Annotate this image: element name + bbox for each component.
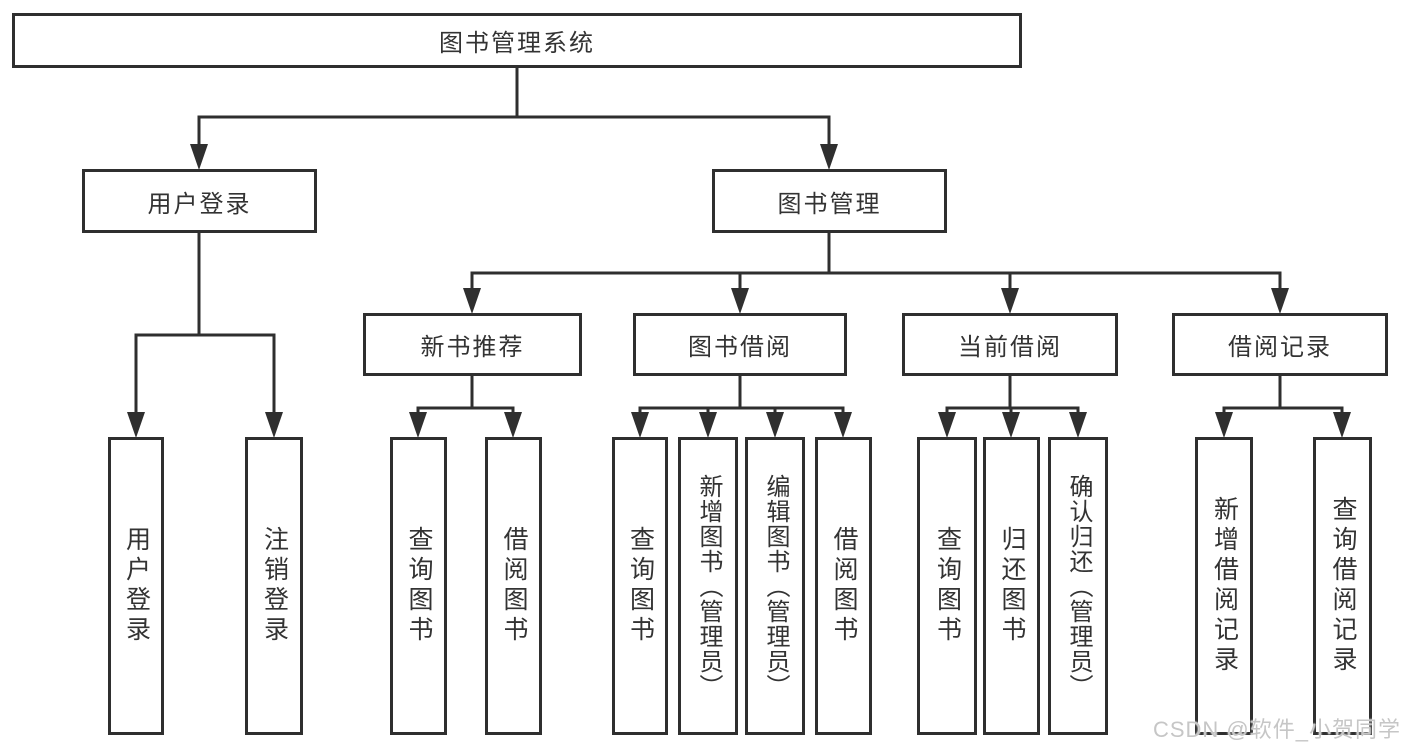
node-book-management: 图书管理 [712, 169, 947, 233]
node-new-book-recommend-label: 新书推荐 [420, 334, 525, 361]
leaf-records-add-record-label: 新增借阅记录 [1210, 496, 1239, 676]
connector-level1-bus [197, 115, 831, 150]
connector-newbook-bus [416, 406, 515, 417]
node-user-login-label: 用户登录 [147, 190, 252, 218]
leaf-borrow-add-books-admin: 新增图书（管理员） [678, 437, 738, 735]
leaf-newbook-borrow-books: 借阅图书 [485, 437, 542, 735]
leaf-user-login: 用户登录 [108, 437, 164, 735]
arrowheads [127, 144, 1351, 438]
leaf-current-query-books: 查询图书 [917, 437, 977, 735]
leaf-borrow-edit-books-admin-label: 编辑图书（管理员） [762, 473, 789, 699]
leaf-newbook-query-books: 查询图书 [390, 437, 447, 735]
leaf-records-query-record-label: 查询借阅记录 [1329, 496, 1357, 676]
leaf-current-return-books-label: 归还图书 [998, 526, 1026, 646]
node-borrow-records-label: 借阅记录 [1228, 334, 1332, 361]
leaf-records-query-record: 查询借阅记录 [1313, 437, 1372, 735]
leaf-user-login-label: 用户登录 [122, 526, 151, 646]
node-borrow-records: 借阅记录 [1172, 313, 1388, 376]
node-library-system: 图书管理系统 [12, 13, 1022, 68]
node-book-borrow-label: 图书借阅 [688, 334, 792, 361]
leaf-borrow-borrow-books: 借阅图书 [815, 437, 872, 735]
leaf-borrow-add-books-admin-label: 新增图书（管理员） [695, 473, 722, 699]
node-user-login: 用户登录 [82, 169, 317, 233]
node-current-borrow-label: 当前借阅 [958, 334, 1062, 361]
node-current-borrow: 当前借阅 [902, 313, 1118, 376]
leaf-borrow-borrow-books-label: 借阅图书 [830, 526, 858, 646]
leaf-newbook-borrow-books-label: 借阅图书 [500, 526, 528, 646]
leaf-logout-label: 注销登录 [260, 526, 289, 646]
node-book-borrow: 图书借阅 [633, 313, 847, 376]
leaf-current-query-books-label: 查询图书 [933, 526, 962, 646]
leaf-borrow-edit-books-admin: 编辑图书（管理员） [745, 437, 805, 735]
node-book-management-label: 图书管理 [777, 190, 882, 218]
leaf-current-confirm-return-admin: 确认归还（管理员） [1048, 437, 1108, 735]
leaf-newbook-query-books-label: 查询图书 [405, 526, 433, 646]
leaf-current-confirm-return-admin-label: 确认归还（管理员） [1065, 473, 1092, 699]
csdn-watermark: CSDN @软件_小贺同学 [1152, 717, 1401, 742]
leaf-records-add-record: 新增借阅记录 [1195, 437, 1253, 735]
leaf-borrow-query-books: 查询图书 [612, 437, 668, 735]
leaf-borrow-query-books-label: 查询图书 [626, 526, 655, 646]
connector-level2-bus [470, 271, 1282, 294]
leaf-logout: 注销登录 [245, 437, 303, 735]
connector-level2-stems [470, 374, 1282, 410]
node-new-book-recommend: 新书推荐 [363, 313, 582, 376]
node-library-system-label: 图书管理系统 [439, 30, 595, 57]
connector-level2-drops [738, 271, 1012, 294]
leaf-current-return-books: 归还图书 [983, 437, 1040, 735]
connector-borrow-bus [638, 406, 845, 417]
connector-records-bus [1222, 406, 1344, 417]
connector-login-bus [134, 333, 276, 416]
